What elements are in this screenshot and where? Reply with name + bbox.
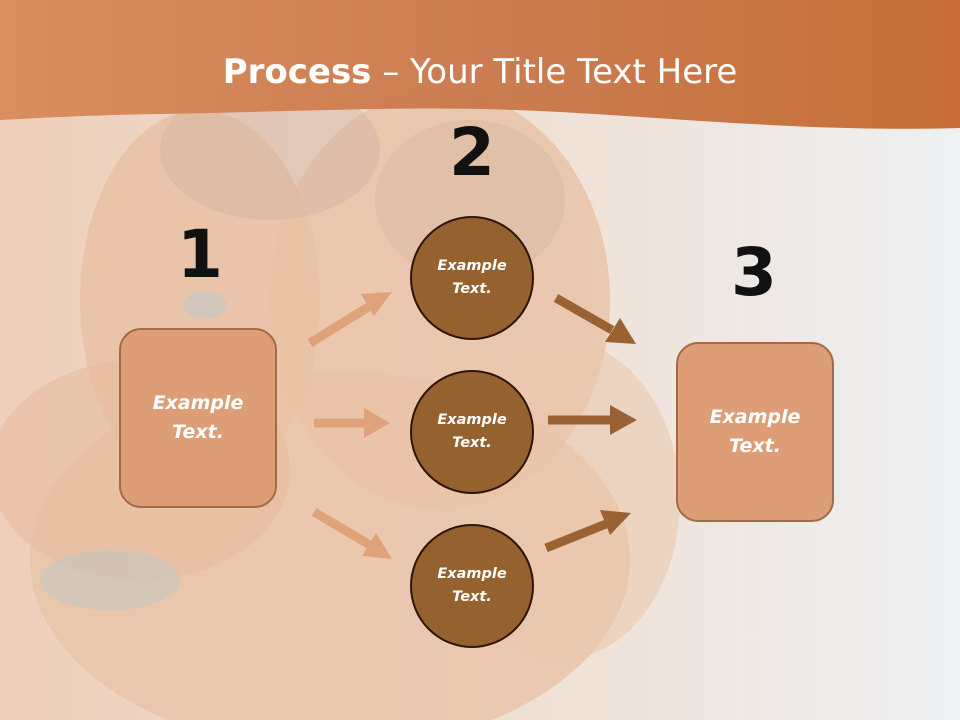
circle-top: Example Text.	[410, 216, 534, 340]
arrow-top-to-right	[553, 294, 636, 344]
step-number-2: 2	[449, 114, 495, 191]
title-rest: – Your Title Text Here	[371, 52, 738, 92]
circle-bottom-label: Example Text.	[437, 566, 507, 605]
arrow-left-to-middle	[314, 408, 390, 438]
right-step-box: Example Text.	[676, 342, 834, 522]
title-bold: Process	[222, 52, 372, 92]
left-step-label: Example Text.	[152, 392, 244, 443]
step-number-1: 1	[177, 216, 223, 293]
circle-middle-label: Example Text.	[437, 412, 507, 451]
arrow-bottom-to-right	[544, 510, 631, 553]
arrow-middle-to-right	[548, 405, 637, 435]
left-step-box: Example Text.	[119, 328, 277, 508]
step-number-3: 3	[731, 234, 777, 311]
circle-top-label: Example Text.	[437, 258, 507, 297]
slide-title: Process – Your Title Text Here	[0, 52, 960, 92]
circle-middle: Example Text.	[410, 370, 534, 494]
arrow-left-to-top	[307, 292, 392, 347]
right-step-label: Example Text.	[709, 406, 801, 457]
circle-bottom: Example Text.	[410, 524, 534, 648]
header-band	[0, 0, 960, 129]
arrow-left-to-bottom	[311, 508, 392, 559]
